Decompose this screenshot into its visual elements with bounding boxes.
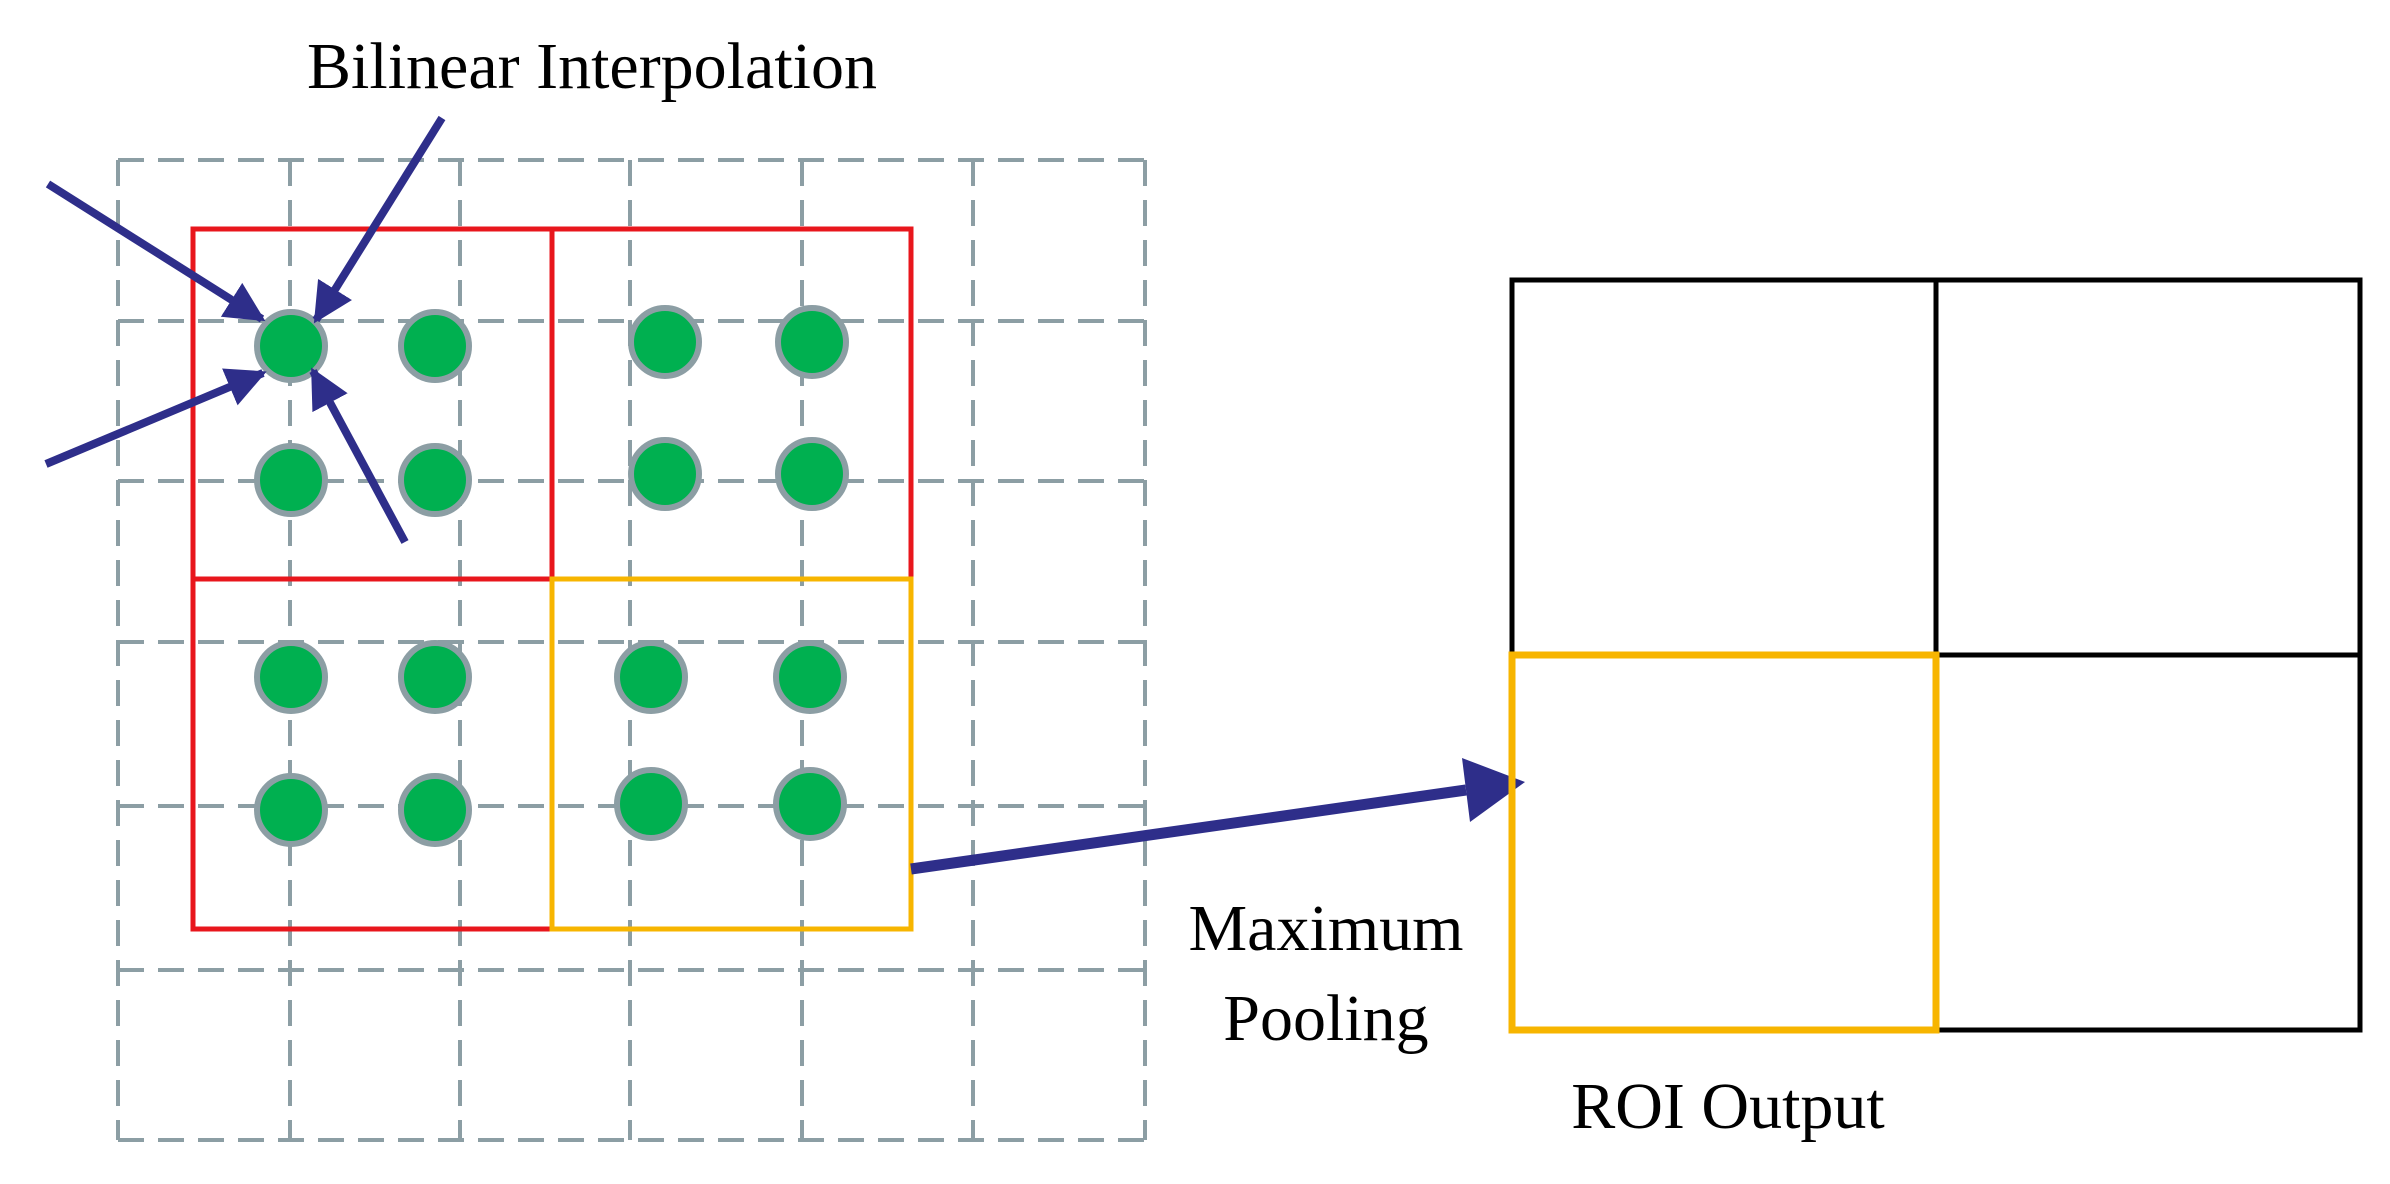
bilinear-interpolation-label: Bilinear Interpolation (307, 30, 877, 103)
sample-point (614, 640, 688, 714)
sample-point (398, 309, 472, 383)
interpolation-arrow (44, 368, 267, 468)
output-cell-top-right (1933, 277, 2363, 658)
sampling-points (254, 305, 849, 847)
output-cell-bottom-right (1933, 652, 2363, 1033)
interpolation-arrow (45, 180, 266, 323)
roi-bin-bottom-left (190, 576, 555, 932)
sample-point (254, 443, 328, 517)
max-pooling-label-line1: Maximum (1189, 892, 1464, 965)
sample-point (614, 767, 688, 841)
sample-point (398, 773, 472, 847)
output-cell-bottom-left (1508, 651, 1940, 1034)
sample-point (773, 640, 847, 714)
roi-bin-top-right (549, 226, 914, 582)
sample-point (254, 773, 328, 847)
sample-point (254, 640, 328, 714)
sample-point (398, 443, 472, 517)
output-cell-top-left (1509, 277, 1939, 658)
sample-point (775, 305, 849, 379)
roi-bin-top-left (190, 226, 555, 582)
max-pooling-arrow-head (1462, 758, 1525, 822)
interpolation-arrows (44, 115, 446, 544)
roi-bin-bottom-right (549, 576, 914, 932)
sample-point (773, 767, 847, 841)
sample-point (398, 640, 472, 714)
sample-point (775, 437, 849, 511)
roi-output-grid (1508, 277, 2363, 1034)
sample-point (628, 437, 702, 511)
interpolation-arrow (309, 367, 409, 544)
sample-point (254, 309, 328, 383)
interpolation-arrow (312, 115, 446, 324)
max-pooling-label-line2: Pooling (1223, 982, 1428, 1055)
roi-output-label: ROI Output (1571, 1070, 1885, 1143)
max-pooling-arrow (910, 758, 1525, 875)
sample-point (628, 305, 702, 379)
max-pooling-arrow-shaft (910, 784, 1467, 875)
